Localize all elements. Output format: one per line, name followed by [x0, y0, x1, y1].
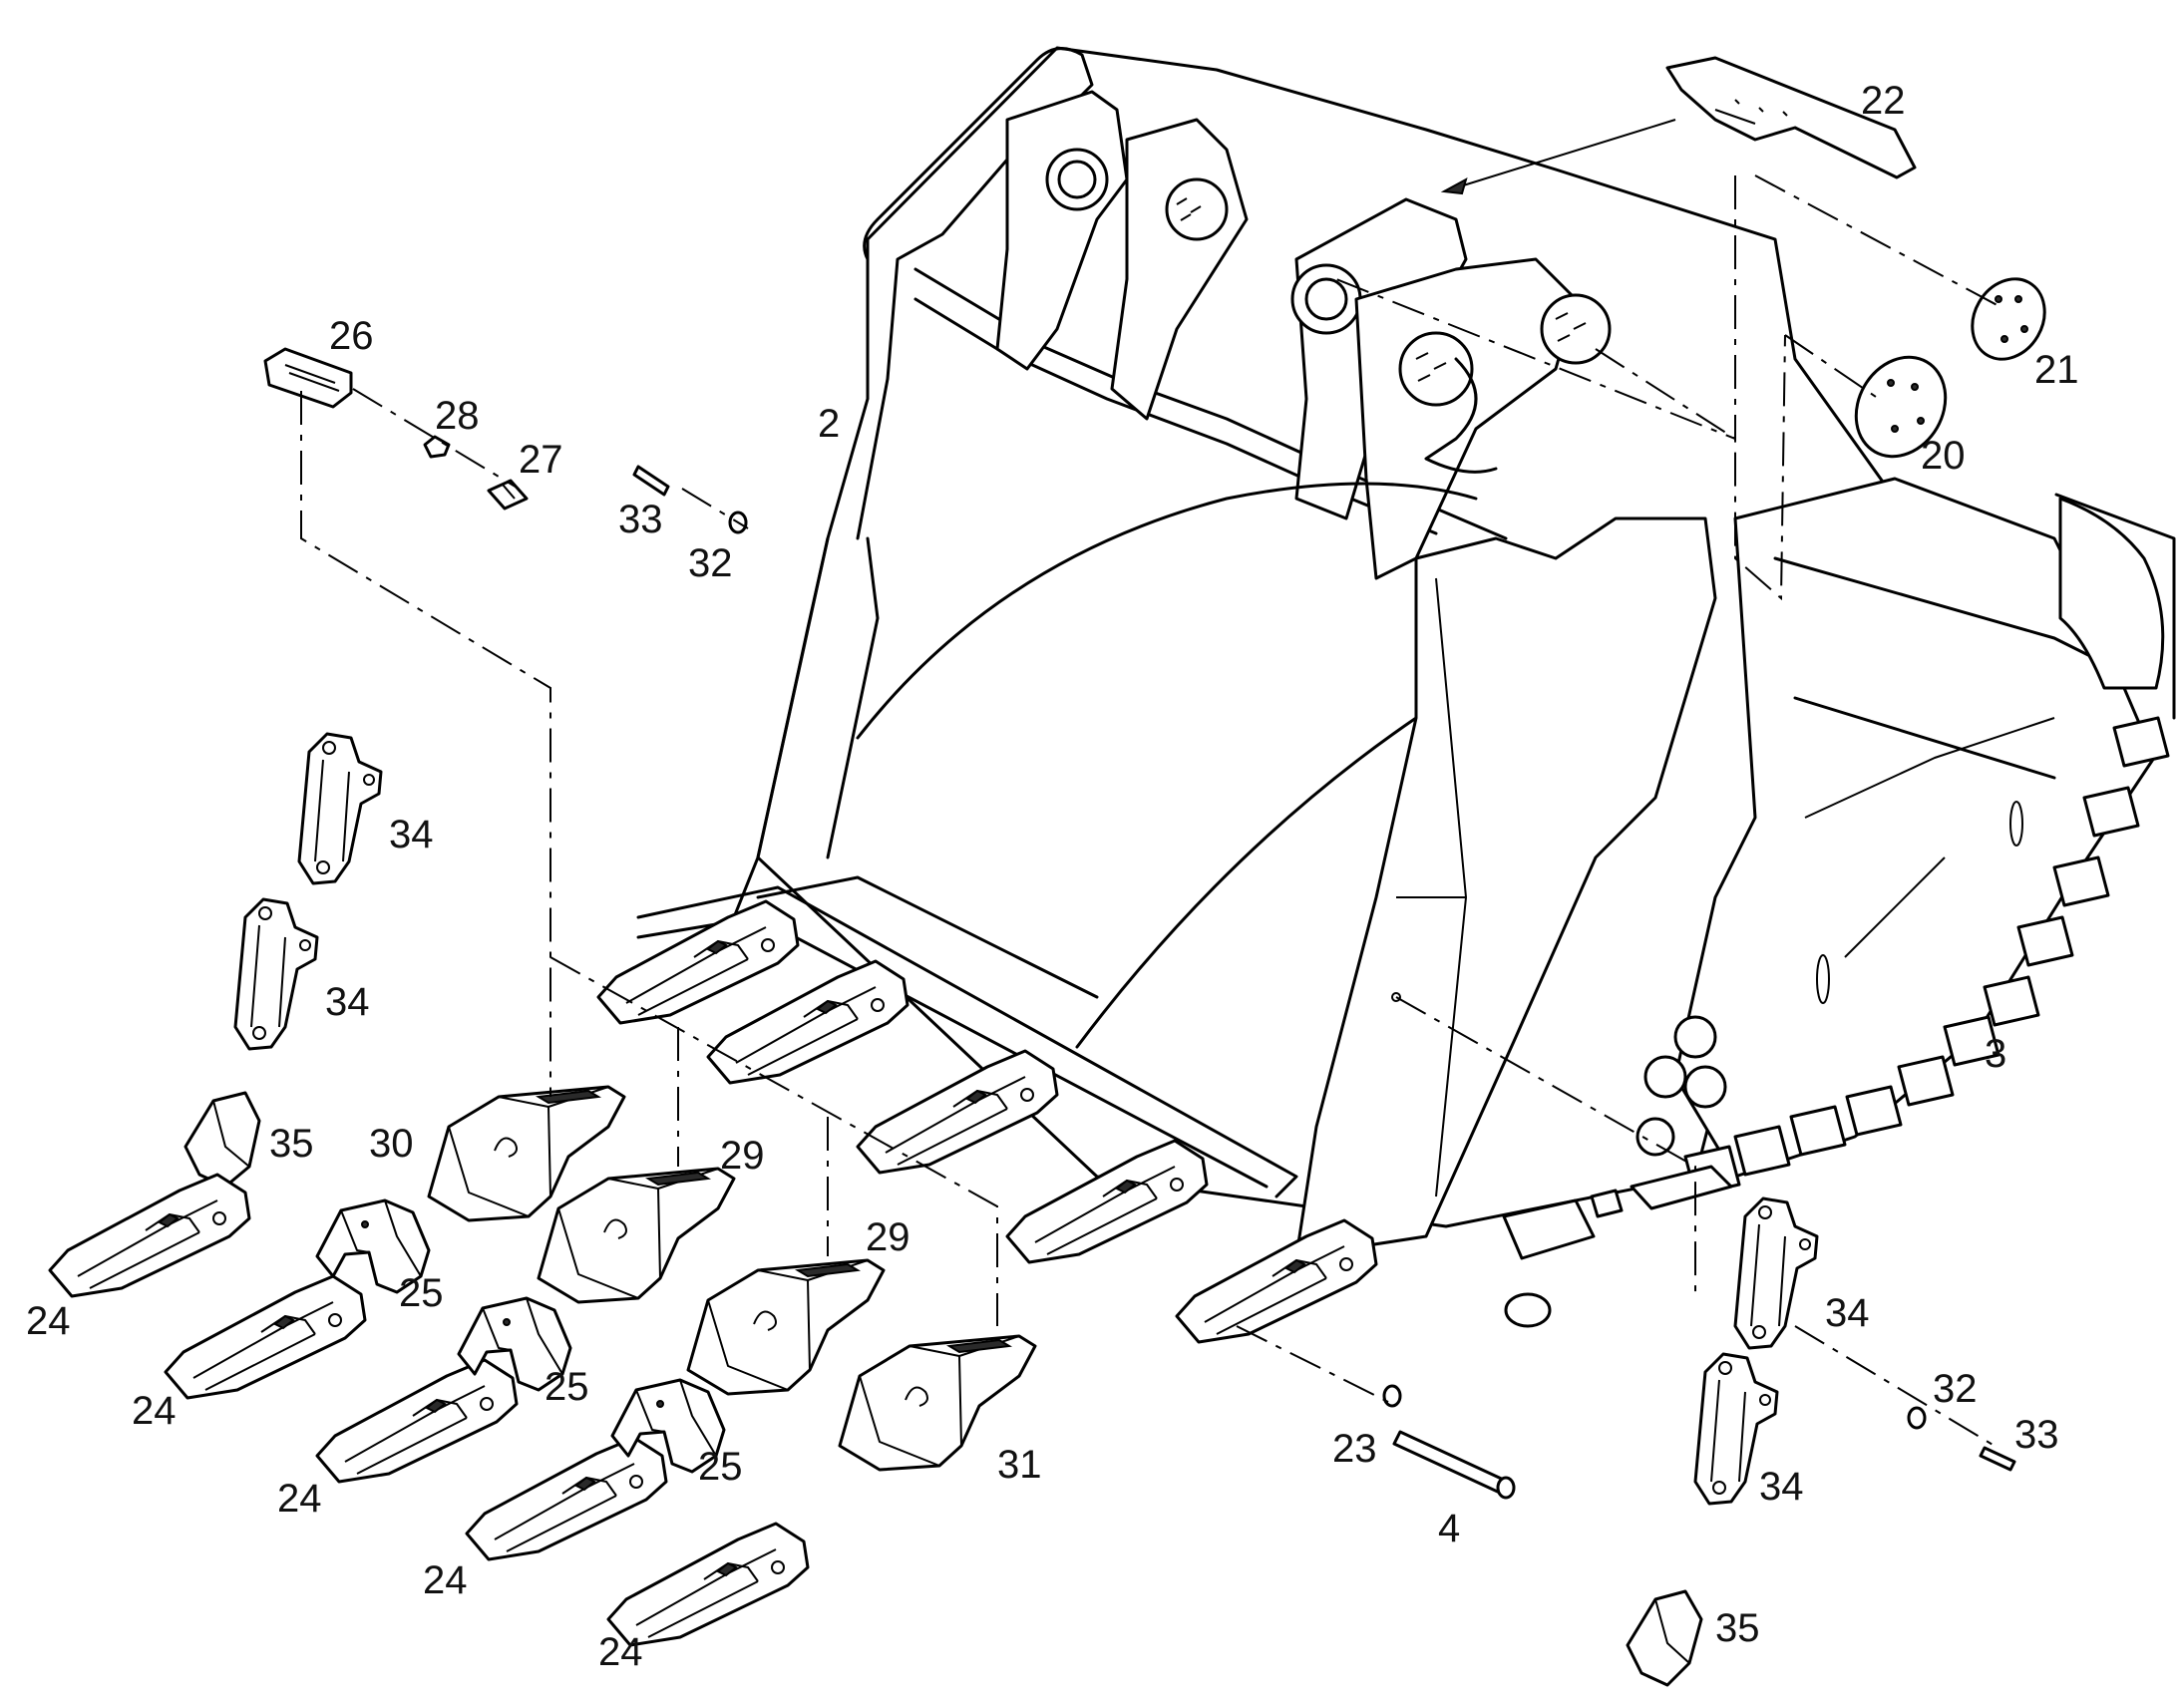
part-4-pin	[1392, 1430, 1516, 1500]
callout-24-a: 24	[26, 1299, 71, 1343]
callout-22: 22	[1861, 79, 1906, 123]
callout-26: 26	[329, 314, 374, 358]
arrow-head-22	[1440, 176, 1468, 195]
part-28-clip	[423, 435, 451, 459]
part-20-disc	[1854, 355, 1948, 459]
callout-32-b: 32	[1933, 1367, 1978, 1411]
part-35-small-adapter-left	[183, 1091, 261, 1189]
part-35-small-adapter-right	[1626, 1589, 1703, 1687]
callout-30: 30	[369, 1122, 414, 1166]
callout-34-a: 34	[389, 813, 434, 856]
callout-34-d: 34	[1759, 1465, 1804, 1509]
callout-35-b: 35	[1715, 1606, 1760, 1650]
part-21-disc	[1971, 277, 2046, 361]
leader-22	[1443, 119, 1676, 192]
callout-34-c: 34	[1825, 1291, 1870, 1335]
callout-24-e: 24	[598, 1630, 643, 1674]
callout-31: 31	[997, 1443, 1042, 1487]
callout-4: 4	[1438, 1507, 1460, 1550]
callout-24-c: 24	[277, 1477, 322, 1521]
assembly-lines	[300, 174, 2005, 1447]
callout-29-a: 29	[720, 1134, 765, 1178]
side-cutter-segments	[1683, 716, 2170, 1196]
part-22-top-plate	[1665, 56, 1917, 179]
part-26-lock	[263, 347, 353, 409]
part-27-bolt	[487, 479, 529, 511]
part-32-ring-right	[1907, 1406, 1927, 1430]
callout-28: 28	[435, 394, 480, 438]
callout-25-a: 25	[399, 1271, 444, 1315]
part-23-washer	[1382, 1384, 1402, 1408]
callout-2: 2	[818, 402, 840, 446]
callout-24-d: 24	[423, 1558, 468, 1602]
callout-3: 3	[1985, 1032, 2006, 1076]
callout-34-b: 34	[325, 980, 370, 1024]
bucket-body	[596, 46, 2176, 1344]
callout-labels: 2 3 4 20 21 22 23 24 24 24 24 24 25 25 2…	[26, 79, 2079, 1674]
callout-25-b: 25	[545, 1365, 589, 1409]
callout-24-b: 24	[132, 1389, 177, 1433]
callout-27: 27	[519, 438, 563, 482]
callout-33-a: 33	[618, 498, 663, 541]
part-33-pin-right	[1979, 1446, 2016, 1472]
callout-23: 23	[1332, 1427, 1377, 1471]
part-33-pin-left	[632, 465, 670, 497]
callout-35-a: 35	[269, 1122, 314, 1166]
callout-32-a: 32	[688, 541, 733, 585]
callout-33-b: 33	[2014, 1413, 2059, 1457]
callout-25-c: 25	[698, 1445, 743, 1489]
callout-20: 20	[1921, 434, 1966, 478]
callout-21: 21	[2034, 348, 2079, 392]
callout-29-b: 29	[866, 1215, 910, 1259]
